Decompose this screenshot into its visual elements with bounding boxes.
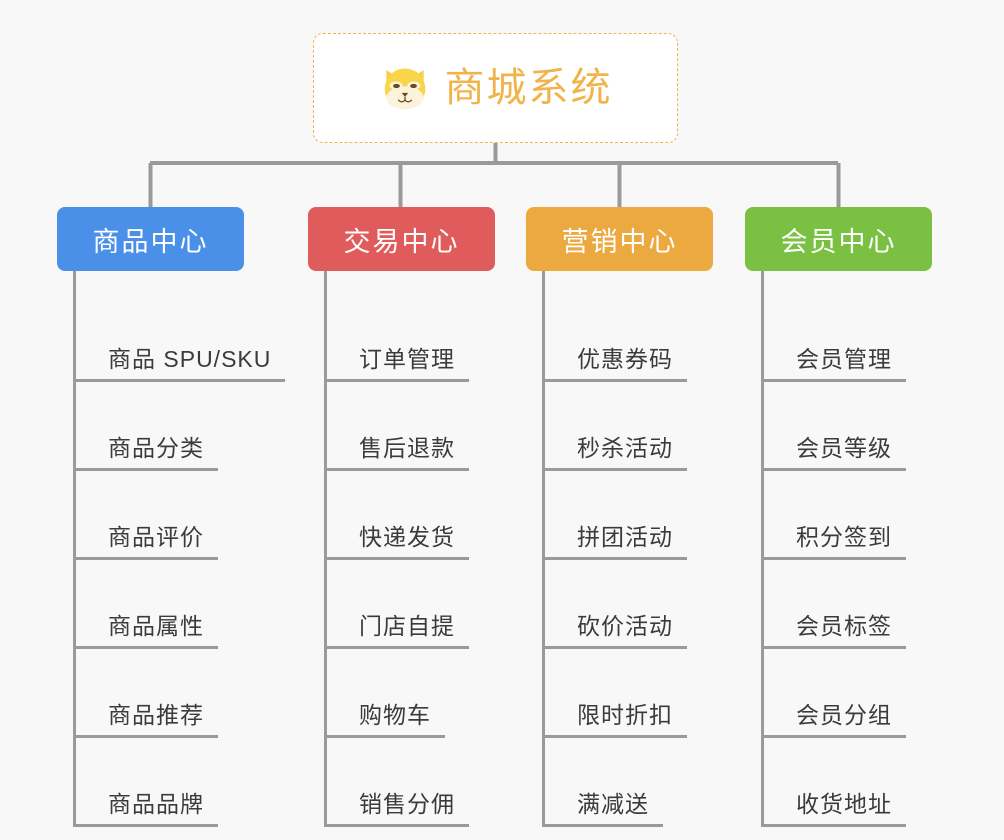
- branch-header-trade-center[interactable]: 交易中心: [308, 207, 495, 271]
- branch-header-member-center[interactable]: 会员中心: [745, 207, 932, 271]
- list-item-label: 限时折扣: [545, 702, 687, 738]
- list-item[interactable]: 会员分组: [764, 649, 932, 738]
- branch-items-marketing-center: 优惠券码 秒杀活动 拼团活动 砍价活动 限时折扣 满减送: [542, 271, 713, 827]
- list-item-label: 商品 SPU/SKU: [76, 346, 286, 382]
- list-item-label: 快递发货: [327, 524, 469, 560]
- list-item-label: 积分签到: [764, 524, 906, 560]
- root-node[interactable]: 商城系统: [313, 33, 678, 143]
- list-item[interactable]: 秒杀活动: [545, 382, 713, 471]
- list-item[interactable]: 收货地址: [764, 738, 932, 827]
- list-item[interactable]: 商品属性: [76, 560, 244, 649]
- list-item[interactable]: 快递发货: [327, 471, 495, 560]
- list-item[interactable]: 会员标签: [764, 560, 932, 649]
- root-title: 商城系统: [444, 66, 613, 110]
- list-item[interactable]: 购物车: [327, 649, 495, 738]
- list-item-label: 商品属性: [76, 613, 218, 649]
- list-item[interactable]: 商品 SPU/SKU: [76, 293, 286, 382]
- list-item[interactable]: 商品推荐: [76, 649, 244, 738]
- list-item-label: 订单管理: [327, 346, 469, 382]
- branch-items-product-center: 商品 SPU/SKU 商品分类 商品评价 商品属性 商品推荐 商品品牌: [73, 271, 286, 827]
- branch-member-center: 会员中心 会员管理 会员等级 积分签到 会员标签 会员分组 收货地址: [745, 207, 932, 827]
- list-item-label: 优惠券码: [545, 346, 687, 382]
- list-item-label: 秒杀活动: [545, 435, 687, 471]
- list-item[interactable]: 砍价活动: [545, 560, 713, 649]
- list-item-label: 砍价活动: [545, 613, 687, 649]
- list-item[interactable]: 会员等级: [764, 382, 932, 471]
- branch-items-trade-center: 订单管理 售后退款 快递发货 门店自提 购物车 销售分佣: [324, 271, 495, 827]
- list-item[interactable]: 会员管理: [764, 293, 932, 382]
- list-item[interactable]: 商品分类: [76, 382, 244, 471]
- list-item[interactable]: 限时折扣: [545, 649, 713, 738]
- list-item[interactable]: 订单管理: [327, 293, 495, 382]
- list-item-label: 售后退款: [327, 435, 469, 471]
- list-item-label: 收货地址: [764, 791, 906, 827]
- list-item[interactable]: 满减送: [545, 738, 713, 827]
- list-item-label: 商品评价: [76, 524, 218, 560]
- branch-header-label: 会员中心: [780, 226, 897, 257]
- branch-header-label: 交易中心: [343, 226, 460, 257]
- list-item[interactable]: 商品评价: [76, 471, 244, 560]
- list-item-label: 拼团活动: [545, 524, 687, 560]
- branch-trade-center: 交易中心 订单管理 售后退款 快递发货 门店自提 购物车 销售分佣: [308, 207, 495, 827]
- list-item[interactable]: 商品品牌: [76, 738, 244, 827]
- list-item-label: 商品推荐: [76, 702, 218, 738]
- list-item-label: 销售分佣: [327, 791, 469, 827]
- list-item[interactable]: 销售分佣: [327, 738, 495, 827]
- list-item-label: 会员管理: [764, 346, 906, 382]
- list-item-label: 购物车: [327, 702, 445, 738]
- branch-header-product-center[interactable]: 商品中心: [57, 207, 244, 271]
- branch-items-member-center: 会员管理 会员等级 积分签到 会员标签 会员分组 收货地址: [761, 271, 932, 827]
- branch-header-marketing-center[interactable]: 营销中心: [526, 207, 713, 271]
- branch-product-center: 商品中心 商品 SPU/SKU 商品分类 商品评价 商品属性 商品推荐 商品品牌: [57, 207, 286, 827]
- branch-header-label: 营销中心: [561, 226, 678, 257]
- list-item-label: 门店自提: [327, 613, 469, 649]
- list-item-label: 满减送: [545, 791, 663, 827]
- branch-header-label: 商品中心: [92, 226, 209, 257]
- list-item-label: 商品品牌: [76, 791, 218, 827]
- list-item[interactable]: 积分签到: [764, 471, 932, 560]
- list-item[interactable]: 售后退款: [327, 382, 495, 471]
- list-item-label: 会员等级: [764, 435, 906, 471]
- branch-marketing-center: 营销中心 优惠券码 秒杀活动 拼团活动 砍价活动 限时折扣 满减送: [526, 207, 713, 827]
- list-item[interactable]: 拼团活动: [545, 471, 713, 560]
- list-item-label: 商品分类: [76, 435, 218, 471]
- dog-face-icon: [384, 68, 425, 111]
- list-item-label: 会员分组: [764, 702, 906, 738]
- list-item[interactable]: 门店自提: [327, 560, 495, 649]
- list-item[interactable]: 优惠券码: [545, 293, 713, 382]
- list-item-label: 会员标签: [764, 613, 906, 649]
